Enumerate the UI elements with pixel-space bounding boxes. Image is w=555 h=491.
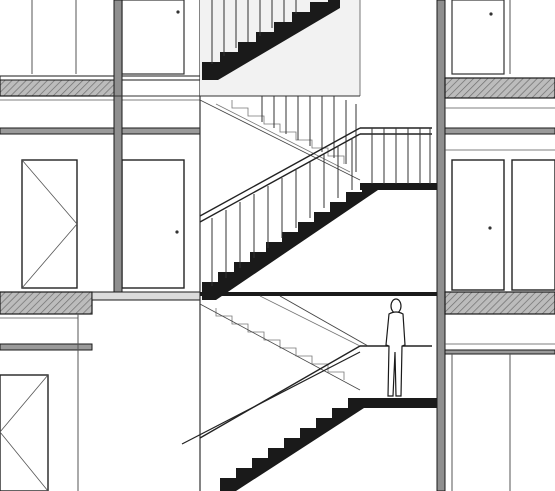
- landing-lower: [360, 398, 437, 408]
- shaft-wall-right: [436, 0, 446, 491]
- door-mid-left: [21, 159, 78, 289]
- floor-slab-left-lower: [0, 291, 93, 315]
- column-left: [113, 0, 123, 299]
- door-handle: [176, 10, 180, 14]
- landing-middle: [360, 183, 437, 190]
- stair-flight-bottom: [220, 398, 364, 491]
- right-building: [444, 0, 555, 491]
- stair-flight-hidden-upper: [199, 99, 361, 181]
- ceiling-beam-left: [0, 127, 201, 135]
- floor-slab-right-lower: [444, 291, 555, 315]
- door-mid-right: [451, 159, 505, 291]
- door-top-left: [121, 0, 185, 75]
- left-building: [0, 0, 201, 491]
- stair-flight-top: [202, 0, 340, 80]
- floor-slab-left-upper: [0, 77, 119, 97]
- human-figure-scale: [385, 298, 406, 397]
- door-top-right: [451, 0, 505, 75]
- floor-slab-right-upper: [444, 77, 555, 99]
- door-mid-center: [121, 159, 185, 289]
- stair-flight-middle: [202, 138, 378, 300]
- door-bottom-left: [0, 374, 49, 491]
- balusters-mid: [261, 96, 357, 172]
- upper-glazing: [200, 0, 360, 96]
- stair-flight-hidden-lower: [199, 295, 361, 391]
- stairwell: [96, 0, 446, 491]
